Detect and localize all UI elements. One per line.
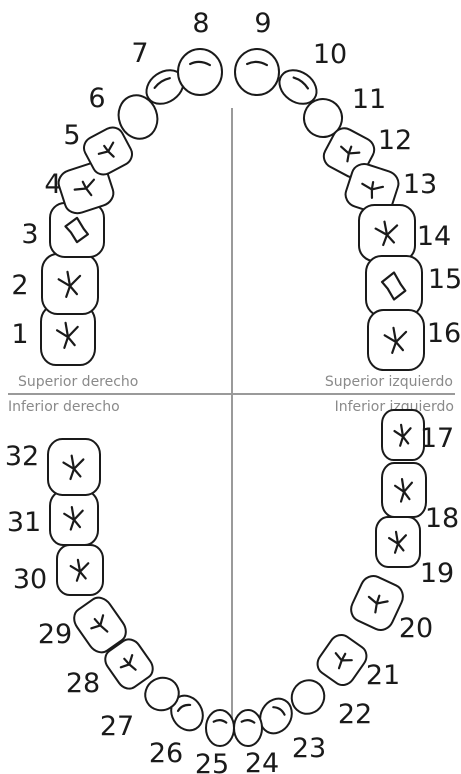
tooth-number-30: 30 [13,564,47,595]
tooth-17[interactable] [382,410,424,460]
tooth-30[interactable] [57,545,103,595]
tooth-number-1: 1 [11,319,28,350]
tooth-number-15: 15 [428,264,461,295]
tooth-number-21: 21 [366,660,400,691]
tooth-21[interactable] [313,631,371,690]
tooth-number-26: 26 [149,738,183,769]
tooth-number-3: 3 [21,219,38,250]
tooth-number-13: 13 [403,169,437,200]
quadrant-label-lower-right: Inferior derecho [8,399,120,415]
tooth-number-6: 6 [88,83,105,114]
tooth-25[interactable] [206,710,234,746]
tooth-number-25: 25 [195,749,229,774]
tooth-number-27: 27 [100,711,134,742]
tooth-25-outline[interactable] [206,710,234,746]
tooth-19[interactable] [376,517,420,567]
tooth-number-14: 14 [417,221,451,252]
tooth-14[interactable] [359,205,415,261]
tooth-8-outline[interactable] [178,49,222,95]
tooth-number-7: 7 [131,38,148,69]
tooth-number-11: 11 [352,84,386,115]
tooth-number-17: 17 [420,423,454,454]
quadrant-label-upper-left: Superior izquierdo [325,374,453,390]
tooth-18[interactable] [382,463,426,517]
quadrant-label-upper-right: Superior derecho [18,374,138,390]
tooth-15-outline[interactable] [366,256,422,316]
tooth-number-12: 12 [378,125,412,156]
tooth-number-16: 16 [427,318,461,349]
tooth-number-10: 10 [313,39,347,70]
tooth-24-outline[interactable] [234,710,262,746]
tooth-number-32: 32 [5,441,39,472]
tooth-number-5: 5 [63,120,80,151]
tooth-number-23: 23 [292,733,326,764]
tooth-24[interactable] [234,710,262,746]
tooth-31[interactable] [50,491,98,545]
tooth-number-2: 2 [11,270,28,301]
tooth-number-28: 28 [66,668,100,699]
tooth-number-29: 29 [38,619,72,650]
tooth-number-31: 31 [7,507,41,538]
tooth-8[interactable] [178,49,222,95]
tooth-9-outline[interactable] [235,49,279,95]
tooth-number-19: 19 [420,558,454,589]
tooth-number-20: 20 [399,613,433,644]
tooth-15[interactable] [366,256,422,316]
tooth-number-22: 22 [338,699,372,730]
tooth-number-18: 18 [425,503,459,534]
tooth-number-8: 8 [192,8,209,39]
teeth-group [41,49,426,746]
tooth-number-9: 9 [254,8,271,39]
tooth-9[interactable] [235,49,279,95]
tooth-32[interactable] [48,439,100,495]
tooth-number-4: 4 [44,169,61,200]
tooth-16[interactable] [368,310,424,370]
tooth-2[interactable] [42,254,98,314]
tooth-number-24: 24 [245,748,279,774]
